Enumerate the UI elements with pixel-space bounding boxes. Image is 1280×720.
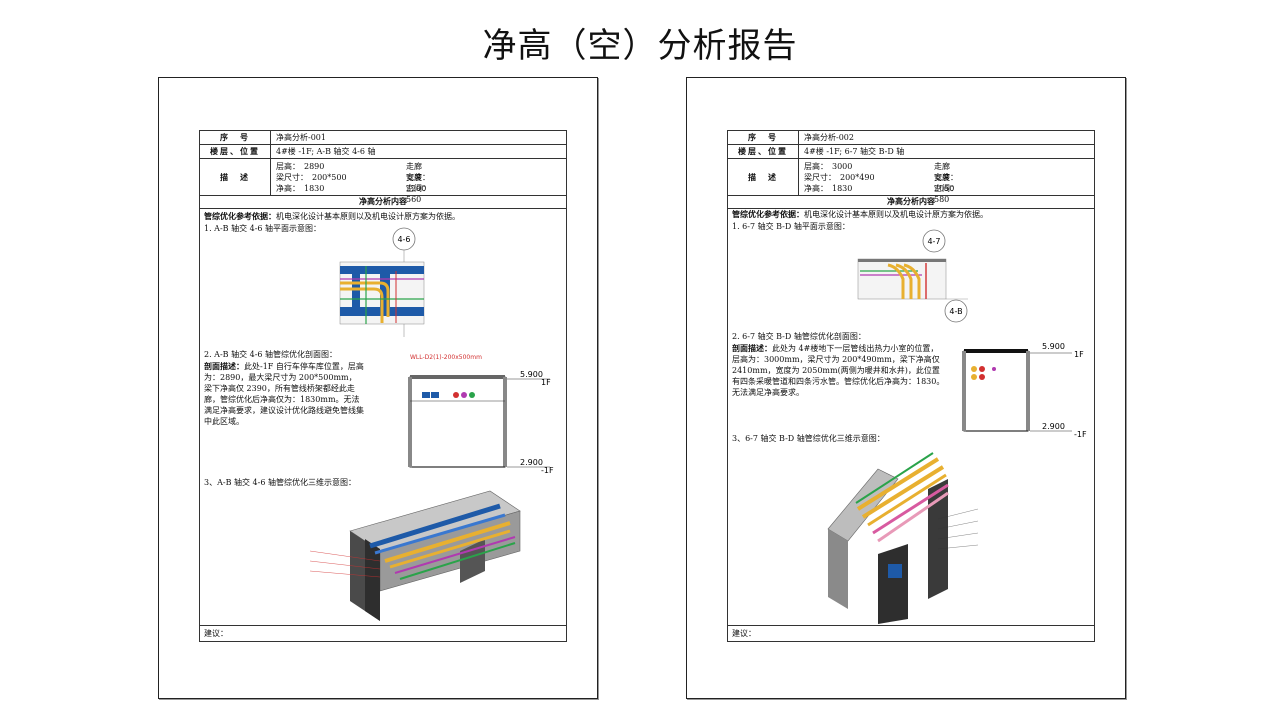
section-desc-bold: 剖面描述： [204,361,244,371]
corridor-width: 走廊宽度： 2050 [934,162,962,193]
desc-row: 描 述 层高： 3000 走廊宽度： 2050 梁尺寸： 200*490 安装空间：… [728,159,1094,204]
report-page-1: 序 号 净高分析-001 楼层、位置 4#楼 -1F; A-B 轴交 4-6 轴… [158,77,598,699]
page-title: 净高（空）分析报告 [482,26,798,66]
desc-row: 描 述 层高： 2890 走廊宽度： 2200 梁尺寸： 200*500 安装空间：… [200,159,566,204]
axis-tag: 4-6 [397,235,410,244]
axis-tag: 4-7 [927,237,940,246]
basis-bold: 管综优化参考依据： [204,211,276,221]
seq-row: 序 号 净高分析-001 [200,131,566,145]
level-bottom-tag: -1F [541,466,554,475]
footer-divider [728,625,1094,626]
3d-view [309,490,521,621]
level-bottom: 2.900 [520,458,543,467]
level-top: 5.900 [1042,342,1065,351]
seq-row: 序 号 净高分析-002 [728,131,1094,145]
section-title: 净高分析内容 [200,196,566,209]
section-desc-text: 此处-1F 自行车停车库位置，层高为：2890，最大梁尺寸为 200*500mm… [204,362,364,426]
floor-height: 层高： 2890 [276,162,325,171]
basis-line: 管综优化参考依据：机电深化设计基本原则以及机电设计原方案为依据。 [204,211,564,222]
seq-label: 序 号 [728,131,799,144]
suggest-label: 建议： [732,629,756,638]
level-top-tag: 1F [1074,350,1084,359]
desc-values: 层高： 2890 走廊宽度： 2200 梁尺寸： 200*500 安装空间： 560… [276,161,434,204]
report-sheet: 序 号 净高分析-002 楼层、位置 4#楼 -1F; 6-7 轴交 B-D 轴… [727,130,1095,642]
clear-height: 净高： 1830 [804,184,853,193]
suggest-label: 建议： [204,629,228,638]
seq-value: 净高分析-002 [804,133,854,142]
clear-height: 净高： 1830 [276,184,325,193]
install-space: 安装空间： 560 [406,173,434,204]
section-title: 净高分析内容 [728,196,1094,209]
level-top-tag: 1F [541,378,551,387]
desc-label: 描 述 [200,159,271,195]
desc-values: 层高： 3000 走廊宽度： 2050 梁尺寸： 200*490 安装空间： 580… [804,161,962,204]
floor-value: 4#楼 -1F; A-B 轴交 4-6 轴 [276,147,376,156]
floor-value: 4#楼 -1F; 6-7 轴交 B-D 轴 [804,147,905,156]
floor-label: 楼层、位置 [200,145,271,158]
section-desc-bold: 剖面描述： [732,343,772,353]
3d-view [827,452,979,624]
floor-row: 楼层、位置 4#楼 -1F; 6-7 轴交 B-D 轴 [728,145,1094,159]
item1: 1. 6-7 轴交 B-D 轴平面示意图： [732,222,850,231]
install-space: 安装空间： 580 [934,173,962,204]
beam-size: 梁尺寸： 200*500 [276,173,347,182]
floor-label: 楼层、位置 [728,145,799,158]
footer-divider [200,625,566,626]
level-top: 5.900 [520,370,543,379]
desc-label: 描 述 [728,159,799,195]
section-drawing: WLL-D2(1)-200x500mm 5.900 1F 2.900 -1F [408,354,554,475]
plan-drawing: 4-6 [339,227,425,337]
item2: 2. 6-7 轴交 B-D 轴管综优化剖面图： [732,332,866,341]
beam-note: WLL-D2(1)-200x500mm [410,354,482,361]
basis-bold: 管综优化参考依据： [732,209,804,219]
basis-line: 管综优化参考依据：机电深化设计基本原则以及机电设计原方案为依据。 [732,209,1092,220]
report-page-2: 序 号 净高分析-002 楼层、位置 4#楼 -1F; 6-7 轴交 B-D 轴… [686,77,1126,699]
level-bottom-tag: -1F [1074,430,1087,439]
basis-text: 机电深化设计基本原则以及机电设计原方案为依据。 [276,212,460,221]
basis-text: 机电深化设计基本原则以及机电设计原方案为依据。 [804,210,988,219]
section-drawing: 5.900 1F 2.900 -1F [962,342,1087,439]
item2: 2. A-B 轴交 4-6 轴管综优化剖面图： [204,350,338,359]
item3: 3、6-7 轴交 B-D 轴管综优化三维示意图： [732,434,885,443]
floor-row: 楼层、位置 4#楼 -1F; A-B 轴交 4-6 轴 [200,145,566,159]
beam-size: 梁尺寸： 200*490 [804,173,875,182]
corridor-width: 走廊宽度： 2200 [406,162,434,193]
item3: 3、A-B 轴交 4-6 轴管综优化三维示意图： [204,478,356,487]
axis-tag-2: 4-B [949,307,962,316]
section-desc: 剖面描述：此处-1F 自行车停车库位置，层高为：2890，最大梁尺寸为 200*… [204,361,364,427]
level-bottom: 2.900 [1042,422,1065,431]
plan-drawing: 4-7 4-B [857,229,968,323]
item1: 1. A-B 轴交 4-6 轴平面示意图： [204,224,322,233]
seq-value: 净高分析-001 [276,133,326,142]
section-desc: 剖面描述：此处为 4#楼地下一层管线出热力小室的位置，层高为：3000mm，梁尺… [732,343,946,398]
report-sheet: 序 号 净高分析-001 楼层、位置 4#楼 -1F; A-B 轴交 4-6 轴… [199,130,567,642]
seq-label: 序 号 [200,131,271,144]
floor-height: 层高： 3000 [804,162,853,171]
section-desc-text: 此处为 4#楼地下一层管线出热力小室的位置，层高为：3000mm，梁尺寸为 20… [732,344,945,397]
